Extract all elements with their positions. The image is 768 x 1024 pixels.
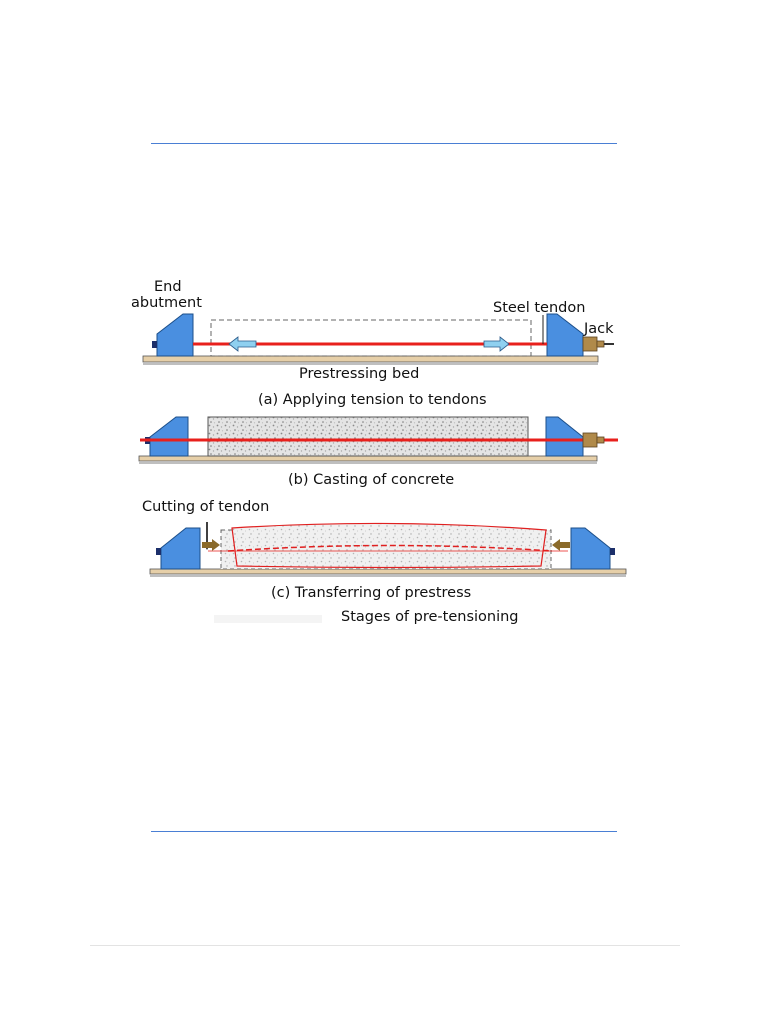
prestressing-bed-label: Prestressing bed <box>299 366 419 382</box>
stage-a: End abutment Steel tendon Jack Prestress… <box>131 279 614 408</box>
bottom-rule <box>151 831 617 832</box>
end-abutment-label-2: abutment <box>131 295 202 311</box>
deformed-tendon-dashed <box>227 544 553 552</box>
stage-b-caption: (b) Casting of concrete <box>288 472 454 488</box>
steel-tendon-label: Steel tendon <box>493 300 585 316</box>
abutment-pin-icon <box>156 548 161 555</box>
stage-a-caption: (a) Applying tension to tendons <box>258 392 487 408</box>
concrete-casting <box>207 416 529 457</box>
cutting-of-tendon-label: Cutting of tendon <box>142 499 269 515</box>
end-abutment-right <box>570 527 611 570</box>
stage-c: Cutting of tendon (c) Transferring of pr… <box>142 499 627 601</box>
jack-abutment-right <box>546 313 584 357</box>
stage-c-caption: (c) Transferring of prestress <box>271 585 471 601</box>
caption-smudge <box>214 615 322 623</box>
prestressing-bed <box>138 455 598 462</box>
abutment-pin-icon <box>610 548 615 555</box>
end-abutment-left <box>160 527 201 570</box>
abutment-pin-icon <box>152 341 157 348</box>
footer-rule <box>90 945 680 946</box>
tension-arrow-right-icon <box>483 336 510 352</box>
casting-outline-dashed <box>210 319 532 357</box>
jack-label: Jack <box>583 321 614 337</box>
top-rule <box>151 143 617 144</box>
end-abutment-label-1: End <box>154 279 182 295</box>
prestressing-bed <box>149 568 627 575</box>
jack-abutment-right <box>545 416 584 457</box>
deformed-concrete-beam <box>231 522 547 569</box>
jack-icon <box>582 336 614 352</box>
end-abutment-left <box>156 313 194 357</box>
transfer-arrow-left-icon <box>202 539 220 551</box>
tension-arrow-left-icon <box>228 336 257 352</box>
prestressing-bed <box>142 355 599 363</box>
end-abutment-left <box>149 416 189 457</box>
stage-b: (b) Casting of concrete <box>138 416 618 488</box>
jack-icon <box>582 432 605 448</box>
figure-caption: Stages of pre-tensioning <box>341 609 519 625</box>
transfer-arrow-right-icon <box>552 539 570 551</box>
